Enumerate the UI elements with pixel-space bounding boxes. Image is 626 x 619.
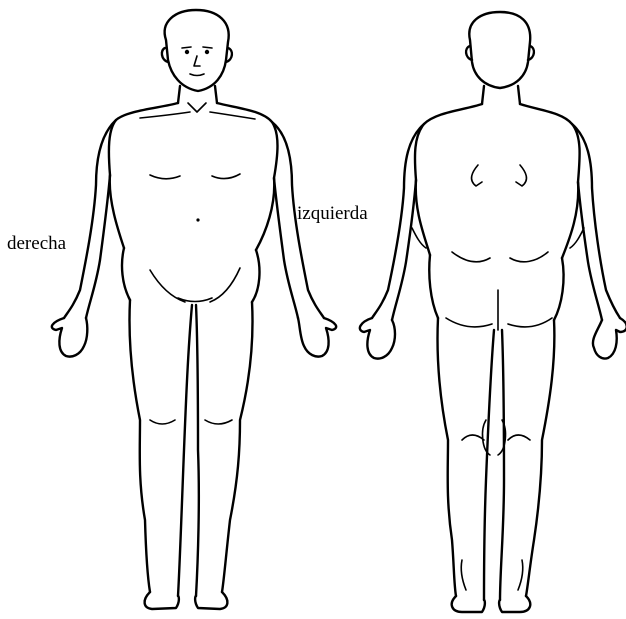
back-head — [469, 12, 530, 88]
left-side-label: izquierda — [297, 204, 368, 223]
right-side-label: derecha — [7, 234, 66, 253]
